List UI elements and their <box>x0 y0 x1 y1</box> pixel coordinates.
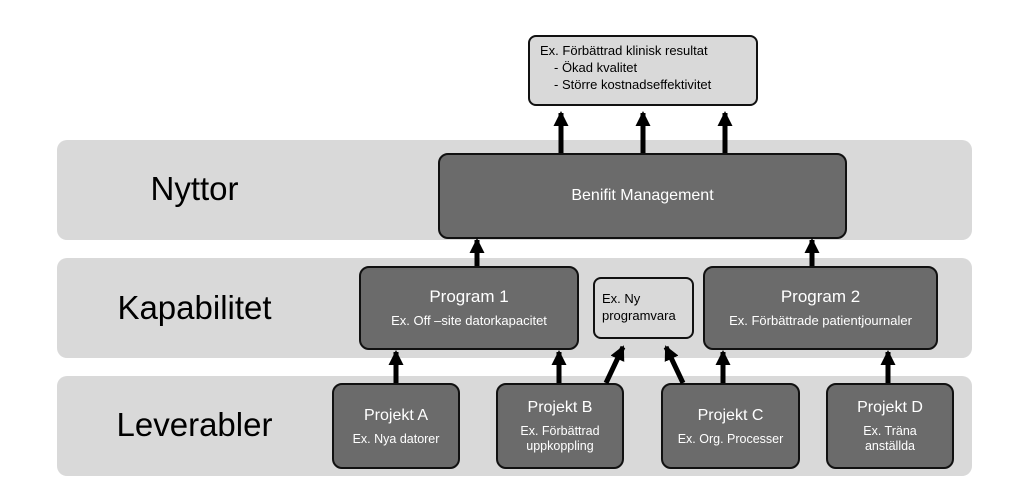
program-2-box: Program 2 Ex. Förbättrade patientjournal… <box>703 266 938 350</box>
program-1-title: Program 1 <box>429 287 509 306</box>
project-b-title: Projekt B <box>527 399 593 416</box>
project-b-subtitle: Ex. Förbättrad uppkoppling <box>520 424 600 453</box>
project-c-title: Projekt C <box>697 406 764 424</box>
project-c-subtitle: Ex. Org. Processer <box>677 431 784 446</box>
outcome-item-1: - Ökad kvalitet <box>554 60 638 75</box>
program-1-box: Program 1 Ex. Off –site datorkapacitet <box>359 266 579 350</box>
software-box: Ex. Ny programvara <box>593 277 694 339</box>
outcome-title: Ex. Förbättrad klinisk resultat <box>540 43 708 58</box>
project-a-box: Projekt A Ex. Nya datorer <box>332 383 460 469</box>
layer-label-leverabler: Leverabler <box>116 406 273 443</box>
program-1-subtitle: Ex. Off –site datorkapacitet <box>391 313 547 328</box>
software-line-2: programvara <box>602 308 676 323</box>
project-b-box: Projekt B Ex. Förbättrad uppkoppling <box>496 383 624 469</box>
program-2-subtitle: Ex. Förbättrade patientjournaler <box>729 313 912 328</box>
project-a-title: Projekt A <box>363 406 429 424</box>
project-c-box: Projekt C Ex. Org. Processer <box>661 383 800 469</box>
outcome-item-2: - Större kostnadseffektivitet <box>554 77 712 92</box>
layer-label-nyttor: Nyttor <box>150 170 239 207</box>
layer-label-kapabilitet: Kapabilitet <box>117 289 272 326</box>
arrow-project-c-to-software <box>663 345 686 385</box>
program-2-title: Program 2 <box>780 287 861 306</box>
project-a-subtitle: Ex. Nya datorer <box>352 431 440 446</box>
project-d-title: Projekt D <box>857 399 923 416</box>
software-line-1: Ex. Ny <box>602 291 641 306</box>
project-d-subtitle: Ex. Träna anställda <box>863 424 917 453</box>
benefit-management-title: Benifit Management <box>571 187 714 204</box>
benefit-management-box: Benifit Management <box>438 153 847 239</box>
outcome-box: Ex. Förbättrad klinisk resultat - Ökad k… <box>528 35 758 106</box>
arrow-project-b-to-software <box>603 345 626 385</box>
project-d-box: Projekt D Ex. Träna anställda <box>826 383 954 469</box>
